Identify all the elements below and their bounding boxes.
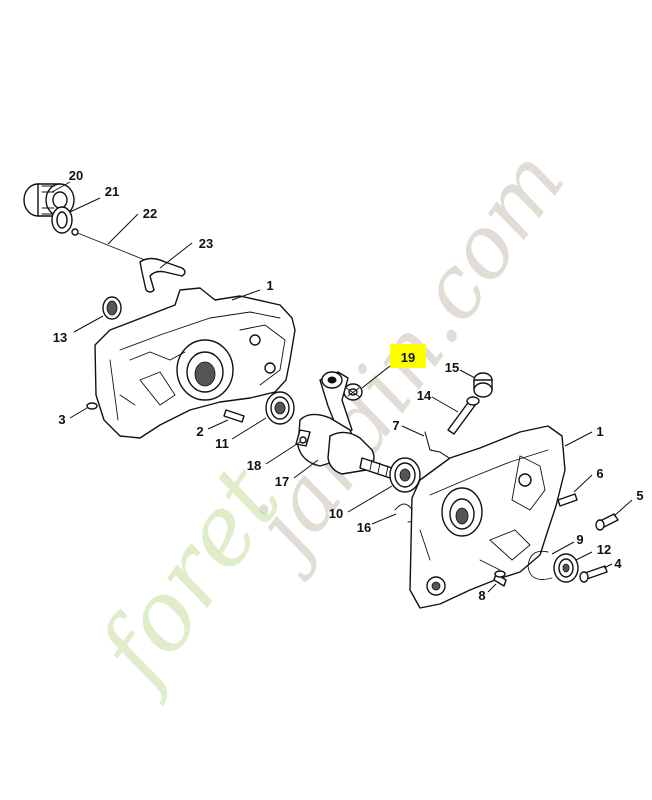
- part-22-rod: [71, 228, 151, 263]
- part-7-tube: [424, 431, 453, 461]
- callout-2[interactable]: 2: [196, 424, 203, 439]
- callout-4[interactable]: 4: [614, 556, 622, 571]
- callout-labels: 20 21 22 23 1 13 3 2 11 18 17 10 16 19 1…: [53, 168, 644, 603]
- part-6-screw: [557, 493, 578, 507]
- callout-3[interactable]: 3: [58, 412, 65, 427]
- callout-9[interactable]: 9: [576, 532, 583, 547]
- part-19-needle-cage: [343, 383, 363, 401]
- part-11-bearing: [265, 391, 295, 425]
- part-3-screw: [86, 402, 98, 410]
- callout-5[interactable]: 5: [636, 488, 643, 503]
- callout-19[interactable]: 19: [401, 350, 415, 365]
- part-8-screw: [493, 570, 507, 587]
- part-14-bolt: [447, 396, 480, 435]
- part-5-screw: [595, 513, 619, 531]
- part-15-rubber-bush: [473, 372, 493, 398]
- part-23-clip: [139, 257, 186, 293]
- callout-20[interactable]: 20: [69, 168, 83, 183]
- part-1-right-crankcase: [409, 425, 566, 609]
- callout-16[interactable]: 16: [357, 520, 371, 535]
- callout-8[interactable]: 8: [478, 588, 485, 603]
- part-12-oil-seal: [553, 553, 579, 583]
- callout-17[interactable]: 17: [275, 474, 289, 489]
- callout-12[interactable]: 12: [597, 542, 611, 557]
- callout-14[interactable]: 14: [417, 388, 432, 403]
- callout-23[interactable]: 23: [199, 236, 213, 251]
- part-18-woodruff-key: [299, 436, 307, 444]
- callout-7[interactable]: 7: [392, 418, 399, 433]
- part-4-screw: [579, 565, 608, 583]
- callout-1-right[interactable]: 1: [596, 424, 603, 439]
- part-10-bearing: [389, 457, 421, 493]
- callout-18[interactable]: 18: [247, 458, 261, 473]
- callout-6[interactable]: 6: [596, 466, 603, 481]
- callout-21[interactable]: 21: [105, 184, 119, 199]
- callout-13[interactable]: 13: [53, 330, 67, 345]
- callout-10[interactable]: 10: [329, 506, 343, 521]
- callout-15[interactable]: 15: [445, 360, 459, 375]
- leader-lines: [51, 181, 633, 593]
- part-2-pin: [223, 409, 245, 423]
- part-19-highlight: [390, 344, 426, 368]
- callout-1-left[interactable]: 1: [266, 278, 273, 293]
- part-1-left-crankcase: [94, 287, 296, 439]
- part-21-washer: [51, 206, 73, 234]
- callout-22[interactable]: 22: [143, 206, 157, 221]
- callout-11[interactable]: 11: [215, 436, 229, 451]
- part-13-oil-seal: [102, 296, 122, 320]
- part-9-circlip: [527, 550, 553, 580]
